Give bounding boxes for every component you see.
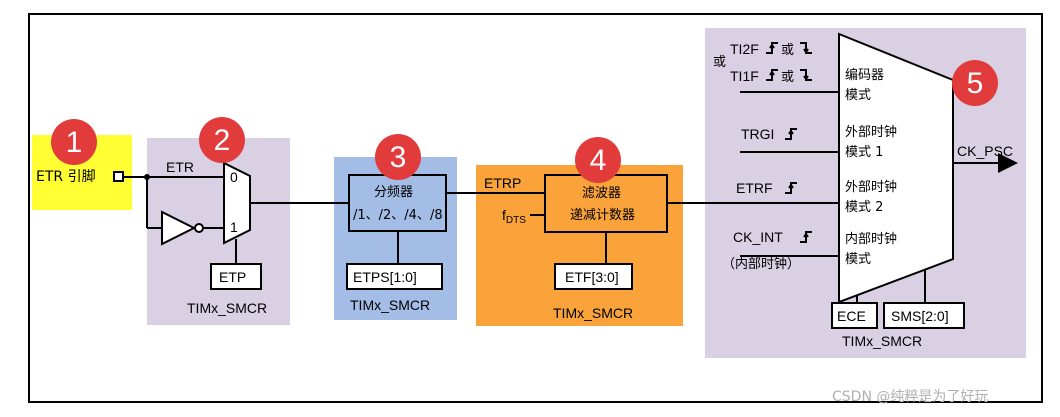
- ck-int-label: CK_INT: [733, 229, 783, 245]
- watermark: CSDN @纯粹是为了好玩: [832, 389, 988, 405]
- mode-selector: [838, 32, 954, 304]
- marker-3: 3: [375, 134, 421, 180]
- etf-box: [554, 263, 633, 290]
- rising-edge-icon-3: [785, 128, 797, 140]
- trgi-label: TRGI: [741, 126, 774, 142]
- marker-1: 1: [51, 119, 97, 165]
- smcr-label-4: TIMx_SMCR: [842, 333, 922, 349]
- inverter-bubble: [194, 223, 204, 233]
- prescaler-box: [348, 174, 447, 232]
- svg-text:4: 4: [590, 144, 607, 177]
- rising-edge-icon-1: [766, 42, 778, 54]
- etf-label: ETF[3:0]: [565, 269, 619, 285]
- marker-2: 2: [199, 117, 245, 163]
- svg-text:3: 3: [390, 141, 407, 174]
- mode-ext2-2: 模式 2: [845, 200, 883, 215]
- sms-label: SMS[2:0]: [891, 308, 949, 324]
- falling-edge-icon-2: [800, 69, 812, 81]
- polarity-mux: [223, 161, 251, 245]
- etrp-label: ETRP: [484, 175, 521, 191]
- or-label: 或: [713, 55, 726, 70]
- mux-input-1: 1: [230, 219, 238, 235]
- etr-pin-label: ETR 引脚: [36, 169, 96, 185]
- mode-int-2: 模式: [845, 252, 871, 267]
- etp-label: ETP: [219, 269, 246, 285]
- inverter-icon: [161, 210, 197, 246]
- outer-frame: [28, 13, 1043, 403]
- ck-psc-label: CK_PSC: [957, 143, 1013, 159]
- marker-4: 4: [575, 137, 621, 183]
- etps-label: ETPS[1:0]: [353, 269, 417, 285]
- mode-ext1-2: 模式 1: [845, 145, 883, 160]
- etr-pin-square: [113, 171, 124, 182]
- svg-text:2: 2: [214, 124, 231, 157]
- prescaler-line1: 分频器: [374, 185, 413, 200]
- or-mid-label-2: 或: [781, 70, 794, 85]
- filter-line2: 递减计数器: [570, 208, 635, 223]
- sms-box: [883, 302, 965, 329]
- smcr-label-2: TIMx_SMCR: [350, 297, 430, 313]
- mode-ext2-1: 外部时钟: [845, 179, 897, 195]
- etrf-label: ETRF: [736, 180, 773, 196]
- filter-box: [544, 174, 668, 233]
- fdts-label: fDTS: [502, 207, 526, 226]
- or-mid-label-1: 或: [781, 43, 794, 58]
- ti1f-label: TI1F: [730, 68, 759, 84]
- ece-label: ECE: [837, 308, 866, 324]
- smcr-label-1: TIMx_SMCR: [187, 300, 267, 316]
- ece-box: [831, 302, 878, 329]
- rising-edge-icon-2: [766, 69, 778, 81]
- mode-ext1-1: 外部时钟: [845, 124, 897, 140]
- svg-text:5: 5: [967, 67, 984, 100]
- filter-line1: 滤波器: [582, 186, 621, 201]
- rising-edge-icon-5: [800, 231, 812, 243]
- ck-int-note: （内部时钟）: [722, 256, 800, 272]
- mode-int-1: 内部时钟: [845, 231, 897, 247]
- prescaler-line2: /1、/2、/4、/8: [353, 208, 443, 223]
- falling-edge-icon-1: [800, 42, 812, 54]
- ti2f-label: TI2F: [730, 41, 759, 57]
- rising-edge-icon-4: [785, 182, 797, 194]
- mode-encoder-1: 编码器: [845, 68, 884, 83]
- marker-5: 5: [952, 60, 998, 106]
- mode-encoder-2: 模式: [845, 88, 871, 103]
- mux-input-0: 0: [230, 169, 238, 185]
- etp-box: [210, 263, 262, 290]
- etr-label: ETR: [166, 159, 194, 175]
- etps-box: [346, 263, 443, 290]
- smcr-label-3: TIMx_SMCR: [553, 305, 633, 321]
- svg-text:1: 1: [66, 126, 83, 159]
